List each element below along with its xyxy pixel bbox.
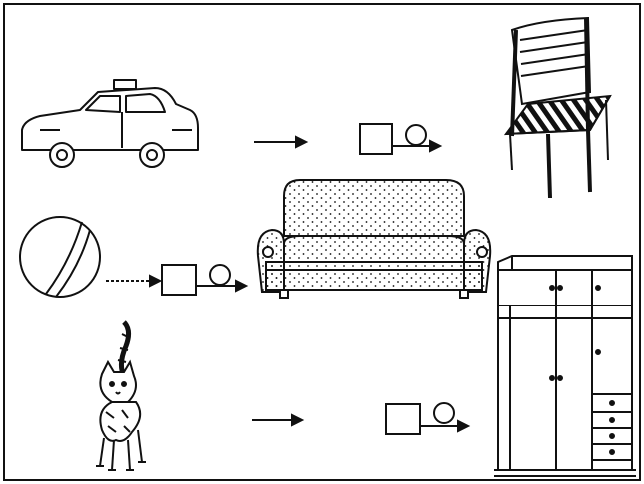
row3-connector [252, 403, 468, 434]
square-icon [162, 265, 196, 295]
square-icon [386, 404, 420, 434]
row2-connector [106, 265, 246, 295]
cat-icon [96, 322, 146, 470]
circle-icon [210, 265, 230, 285]
circle-icon [434, 403, 454, 423]
ball-icon [20, 217, 100, 297]
arrow-icon [106, 276, 160, 286]
arrow-icon [252, 415, 302, 425]
taxi-icon [22, 80, 198, 167]
arrow-icon [254, 137, 306, 147]
wardrobe-icon [494, 256, 636, 476]
square-icon [360, 124, 392, 154]
row1-connector [254, 124, 440, 154]
chair-icon [506, 18, 610, 198]
circle-icon [406, 125, 426, 145]
sofa-icon [258, 180, 490, 298]
